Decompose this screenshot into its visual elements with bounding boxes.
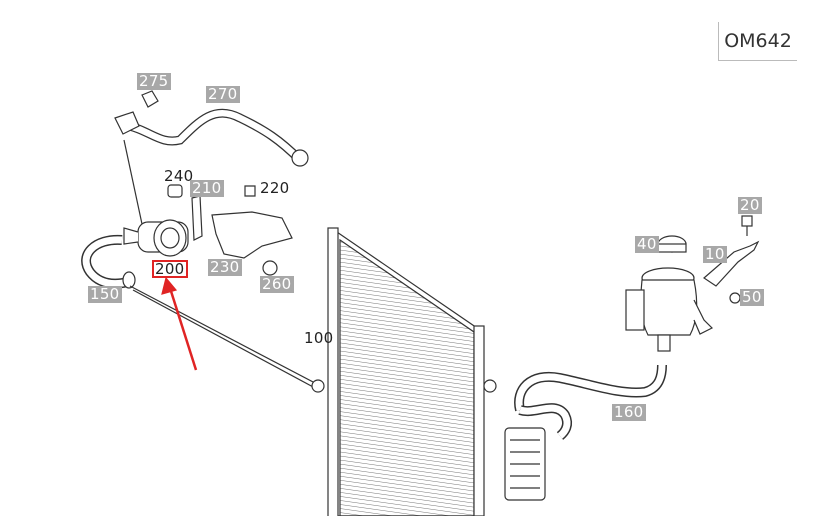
- part-label-20[interactable]: 20: [738, 196, 762, 214]
- part-label-240[interactable]: 240: [164, 167, 194, 185]
- engine-code-box: OM642: [718, 22, 797, 61]
- part-label-210[interactable]: 210: [190, 179, 224, 197]
- part-label-10[interactable]: 10: [703, 245, 727, 263]
- part-label-270[interactable]: 270: [206, 85, 240, 103]
- part-label-50[interactable]: 50: [740, 288, 764, 306]
- part-label-275[interactable]: 275: [137, 72, 171, 90]
- part-label-40[interactable]: 40: [635, 235, 659, 253]
- water-pump-200: [123, 219, 189, 257]
- part-label-230[interactable]: 230: [208, 258, 242, 276]
- part-label-260[interactable]: 260: [260, 275, 294, 293]
- part-label-160[interactable]: 160: [612, 403, 646, 421]
- part-label-100[interactable]: 100: [304, 329, 334, 347]
- part-label-200-highlighted[interactable]: 200: [152, 260, 188, 278]
- part-label-220[interactable]: 220: [260, 179, 290, 197]
- radiator-100: [311, 227, 497, 516]
- expansion-tank: [625, 267, 714, 352]
- part-label-150[interactable]: 150: [88, 285, 122, 303]
